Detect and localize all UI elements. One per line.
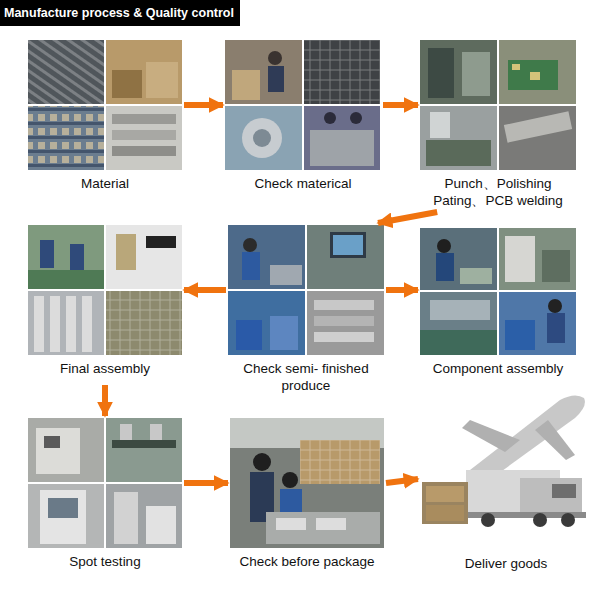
step-caption: Spot testing (69, 553, 140, 570)
process-step: Check materical (223, 38, 383, 202)
photo-area (418, 398, 594, 552)
flow-arrow (383, 102, 418, 108)
photo-area (26, 38, 184, 172)
process-step: Final assembly (26, 223, 184, 385)
step-caption: Check semi- finished produce (226, 360, 386, 394)
photo-tile (230, 418, 384, 548)
step-caption: Deliver goods (465, 555, 548, 572)
step-caption: Component assembly (433, 360, 564, 377)
process-step: Spot testing (26, 416, 184, 578)
photo-area (223, 38, 383, 172)
process-step: Check before package (228, 416, 386, 578)
flow-arrow (184, 287, 226, 293)
flow-arrow (386, 287, 418, 293)
photo-area (418, 38, 578, 172)
flow-arrow (102, 385, 108, 416)
flow-arrow (386, 479, 418, 483)
process-step: Check semi- finished produce (226, 223, 386, 399)
photo-tile (28, 40, 182, 170)
step-caption: Check materical (255, 175, 352, 192)
photo-tile (28, 225, 182, 355)
photo-tile (225, 40, 380, 170)
photo-area (228, 416, 386, 550)
plane-truck-illustration (422, 395, 586, 527)
step-caption: Check before package (239, 553, 374, 570)
process-step: Punch、Polishing Pating、PCB welding (418, 38, 578, 212)
photo-tile (420, 228, 576, 355)
process-step: Component assembly (418, 223, 578, 399)
flow-arrow (184, 102, 223, 108)
photo-tile (28, 418, 182, 548)
photo-tile (420, 40, 576, 170)
step-caption: Material (81, 175, 129, 192)
photo-area (226, 223, 386, 357)
process-step: Material (26, 38, 184, 202)
photo-area (418, 223, 578, 357)
step-caption: Final assembly (60, 360, 150, 377)
photo-area (26, 223, 184, 357)
title-banner: Manufacture process & Quality control (0, 0, 240, 26)
flow-arrow (378, 212, 437, 223)
photo-tile (228, 225, 384, 355)
process-step: Deliver goods (418, 398, 594, 578)
flow-arrow (184, 480, 228, 486)
photo-area (26, 416, 184, 550)
step-caption: Punch、Polishing Pating、PCB welding (418, 175, 578, 209)
